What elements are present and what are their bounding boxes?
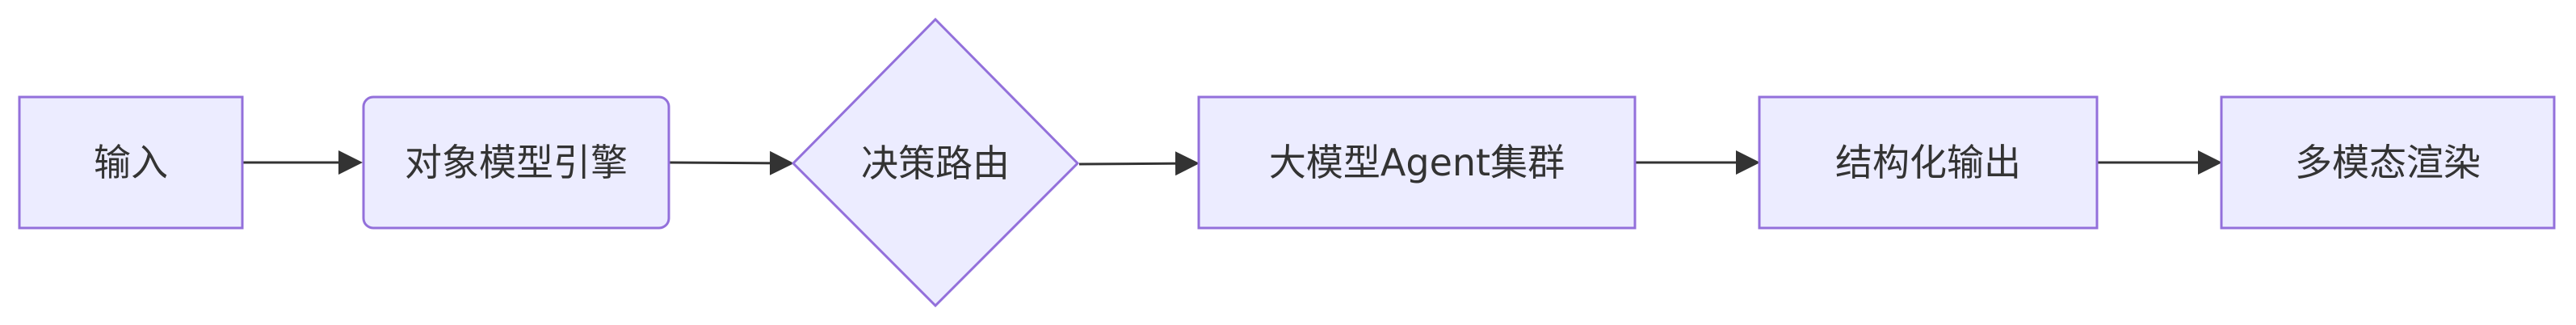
node-agent-cluster-box xyxy=(1197,95,1637,230)
node-structured-output-label: 结构化输出 xyxy=(1835,141,2021,184)
node-input-label: 输入 xyxy=(94,141,168,184)
node-multimodal-render-box xyxy=(2220,95,2556,230)
node-structured-output-box xyxy=(1758,95,2099,230)
node-agent-cluster-label: 大模型Agent集群 xyxy=(1269,141,1565,184)
node-object-engine: 对象模型引擎 xyxy=(362,95,670,230)
node-multimodal-render-label: 多模态渲染 xyxy=(2295,141,2481,184)
node-input-box xyxy=(18,95,244,230)
node-structured-output: 结构化输出 xyxy=(1758,95,2099,230)
node-decision-label: 决策路由 xyxy=(861,141,1010,185)
edge-decision-to-agent-cluster xyxy=(1078,151,1200,176)
node-agent-cluster: 大模型Agent集群 xyxy=(1197,95,1637,230)
edge-object-engine-to-decision xyxy=(668,150,794,175)
node-decision-diamond xyxy=(791,17,1080,308)
node-object-engine-box xyxy=(362,95,670,230)
node-object-engine-label: 对象模型引擎 xyxy=(405,141,628,184)
node-multimodal-render: 多模态渲染 xyxy=(2220,95,2556,230)
node-decision: 决策路由 xyxy=(791,17,1080,308)
node-input: 输入 xyxy=(18,95,244,230)
